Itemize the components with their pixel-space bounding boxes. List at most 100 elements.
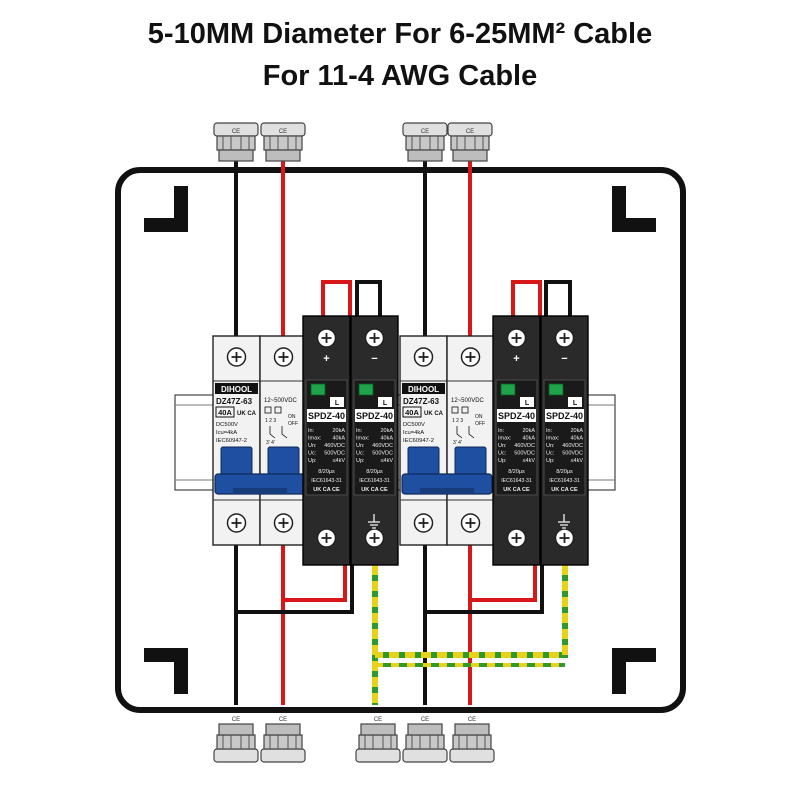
terminal-screw-bottom bbox=[506, 528, 527, 548]
surge-protector: +LSPDZ-40In:20kAImax:40kAUn:460VDCUc:500… bbox=[492, 315, 541, 566]
terminal-screw-bottom bbox=[316, 528, 337, 548]
cable-gland bbox=[449, 723, 495, 763]
breaker-spec: DC500V bbox=[403, 422, 425, 428]
brand-plate bbox=[402, 383, 445, 394]
breaker-spec: Icu=4kA bbox=[403, 430, 424, 436]
spd-param-value: 500VDC bbox=[324, 451, 345, 457]
terminal-screw-top bbox=[316, 328, 337, 348]
polarity-plus: + bbox=[323, 353, 329, 365]
wire-red bbox=[283, 560, 347, 602]
spd-param-label: In: bbox=[356, 428, 363, 434]
wire-black bbox=[544, 280, 572, 318]
wire-red bbox=[321, 280, 352, 318]
spd-param-label: Imax: bbox=[308, 436, 322, 442]
wire-red bbox=[470, 560, 537, 602]
breaker-pole-numbers: 3' 4' bbox=[266, 440, 275, 446]
breaker-model: DZ47Z-63 bbox=[403, 397, 440, 406]
corner-mount-top-left bbox=[144, 186, 188, 232]
ground-icon bbox=[558, 514, 570, 529]
wire-black bbox=[425, 560, 544, 614]
spd-param-value: 40kA bbox=[522, 436, 535, 442]
gland-mark: CE bbox=[232, 129, 240, 135]
spd-param-value: 40kA bbox=[380, 436, 393, 442]
spd-param-value: ≤4kV bbox=[523, 458, 536, 464]
spd-param-value: 500VDC bbox=[562, 451, 583, 457]
status-indicator bbox=[548, 383, 564, 396]
wires bbox=[234, 160, 572, 705]
spd-waveform: 8/20μs bbox=[366, 469, 383, 475]
surge-protector: −LSPDZ-40In:20kAImax:40kAUn:460VDCUc:500… bbox=[540, 315, 589, 566]
spd-param-value: 460VDC bbox=[324, 443, 345, 449]
spd-param-label: In: bbox=[498, 428, 505, 434]
spd-param-value: 20kA bbox=[570, 428, 583, 434]
breaker-mark: UK CA bbox=[424, 411, 444, 417]
status-indicator bbox=[500, 383, 516, 396]
title-line-1: 5-10MM Diameter For 6-25MM² Cable bbox=[147, 18, 653, 50]
gland-mark: CE bbox=[232, 717, 240, 723]
spd-param-label: In: bbox=[308, 428, 315, 434]
spd-label: L bbox=[525, 400, 530, 407]
gland-mark: CE bbox=[279, 129, 287, 135]
spd-param-label: Imax: bbox=[356, 436, 370, 442]
spd-param-value: 500VDC bbox=[514, 451, 535, 457]
terminal-screw-top bbox=[226, 347, 247, 367]
gland-mark: CE bbox=[374, 717, 382, 723]
breaker-terminal-numbers: 1 2 3 bbox=[265, 418, 276, 424]
spd-label: L bbox=[383, 400, 388, 407]
cable-gland: CE bbox=[213, 122, 259, 162]
spd-param-label: Uc: bbox=[356, 451, 365, 457]
breaker-spec: Icu=4kA bbox=[216, 430, 237, 436]
spd-standard: IEC61643-31 bbox=[359, 478, 390, 484]
enclosure bbox=[115, 167, 686, 713]
corner-mount-bottom-left bbox=[144, 648, 188, 694]
terminal-screw-bottom bbox=[273, 513, 294, 533]
gland-mark: CE bbox=[468, 717, 476, 723]
gland-mark: CE bbox=[279, 717, 287, 723]
spd-model: SPDZ-40 bbox=[356, 411, 393, 421]
terminal-screw-top bbox=[506, 328, 527, 348]
gland-mark: CE bbox=[421, 717, 429, 723]
breaker-spec: IEC60947-2 bbox=[216, 438, 247, 444]
spd-waveform: 8/20μs bbox=[556, 469, 573, 475]
gland-mark: CE bbox=[466, 129, 474, 135]
spd-model: SPDZ-40 bbox=[546, 411, 583, 421]
status-indicator bbox=[310, 383, 326, 396]
polarity-plus: + bbox=[513, 353, 519, 365]
breaker-pole-numbers: 3' 4' bbox=[453, 440, 462, 446]
spd-marks: UK CA CE bbox=[361, 487, 388, 493]
terminal-screw-bottom bbox=[554, 528, 575, 548]
terminal-screw-top bbox=[273, 347, 294, 367]
spd-standard: IEC61643-31 bbox=[311, 478, 342, 484]
terminal-screw-bottom bbox=[364, 528, 385, 548]
spd-param-label: Un: bbox=[356, 443, 365, 449]
terminal-screw-top bbox=[554, 328, 575, 348]
spd-param-value: 40kA bbox=[570, 436, 583, 442]
terminal-screw-bottom bbox=[413, 513, 434, 533]
spd-param-label: Uc: bbox=[498, 451, 507, 457]
spd-param-label: Imax: bbox=[546, 436, 560, 442]
spd-param-label: Up: bbox=[498, 458, 507, 464]
cable-glands-bottom: CE CE CE CE CE bbox=[213, 717, 495, 763]
spd-label: L bbox=[573, 400, 578, 407]
spd-param-label: Up: bbox=[546, 458, 555, 464]
spd-param-value: 460VDC bbox=[514, 443, 535, 449]
spd-param-label: Un: bbox=[498, 443, 507, 449]
polarity-minus: − bbox=[371, 353, 377, 365]
terminal-screw-bottom bbox=[460, 513, 481, 533]
cable-gland: CE bbox=[447, 122, 493, 162]
spd-param-label: Up: bbox=[308, 458, 317, 464]
corner-mount-bottom-right bbox=[612, 648, 656, 694]
cable-gland bbox=[213, 723, 259, 763]
breaker-on-label: ON bbox=[288, 414, 296, 420]
breaker-brand: DIHOOL bbox=[221, 385, 252, 394]
spd-label: L bbox=[335, 400, 340, 407]
spd-param-label: Un: bbox=[308, 443, 317, 449]
cable-glands-top: CE CE CE CE bbox=[213, 122, 493, 162]
wire-black bbox=[236, 560, 354, 614]
gland-mark: CE bbox=[421, 129, 429, 135]
corner-mounts bbox=[144, 186, 656, 694]
spd-param-label: Un: bbox=[546, 443, 555, 449]
